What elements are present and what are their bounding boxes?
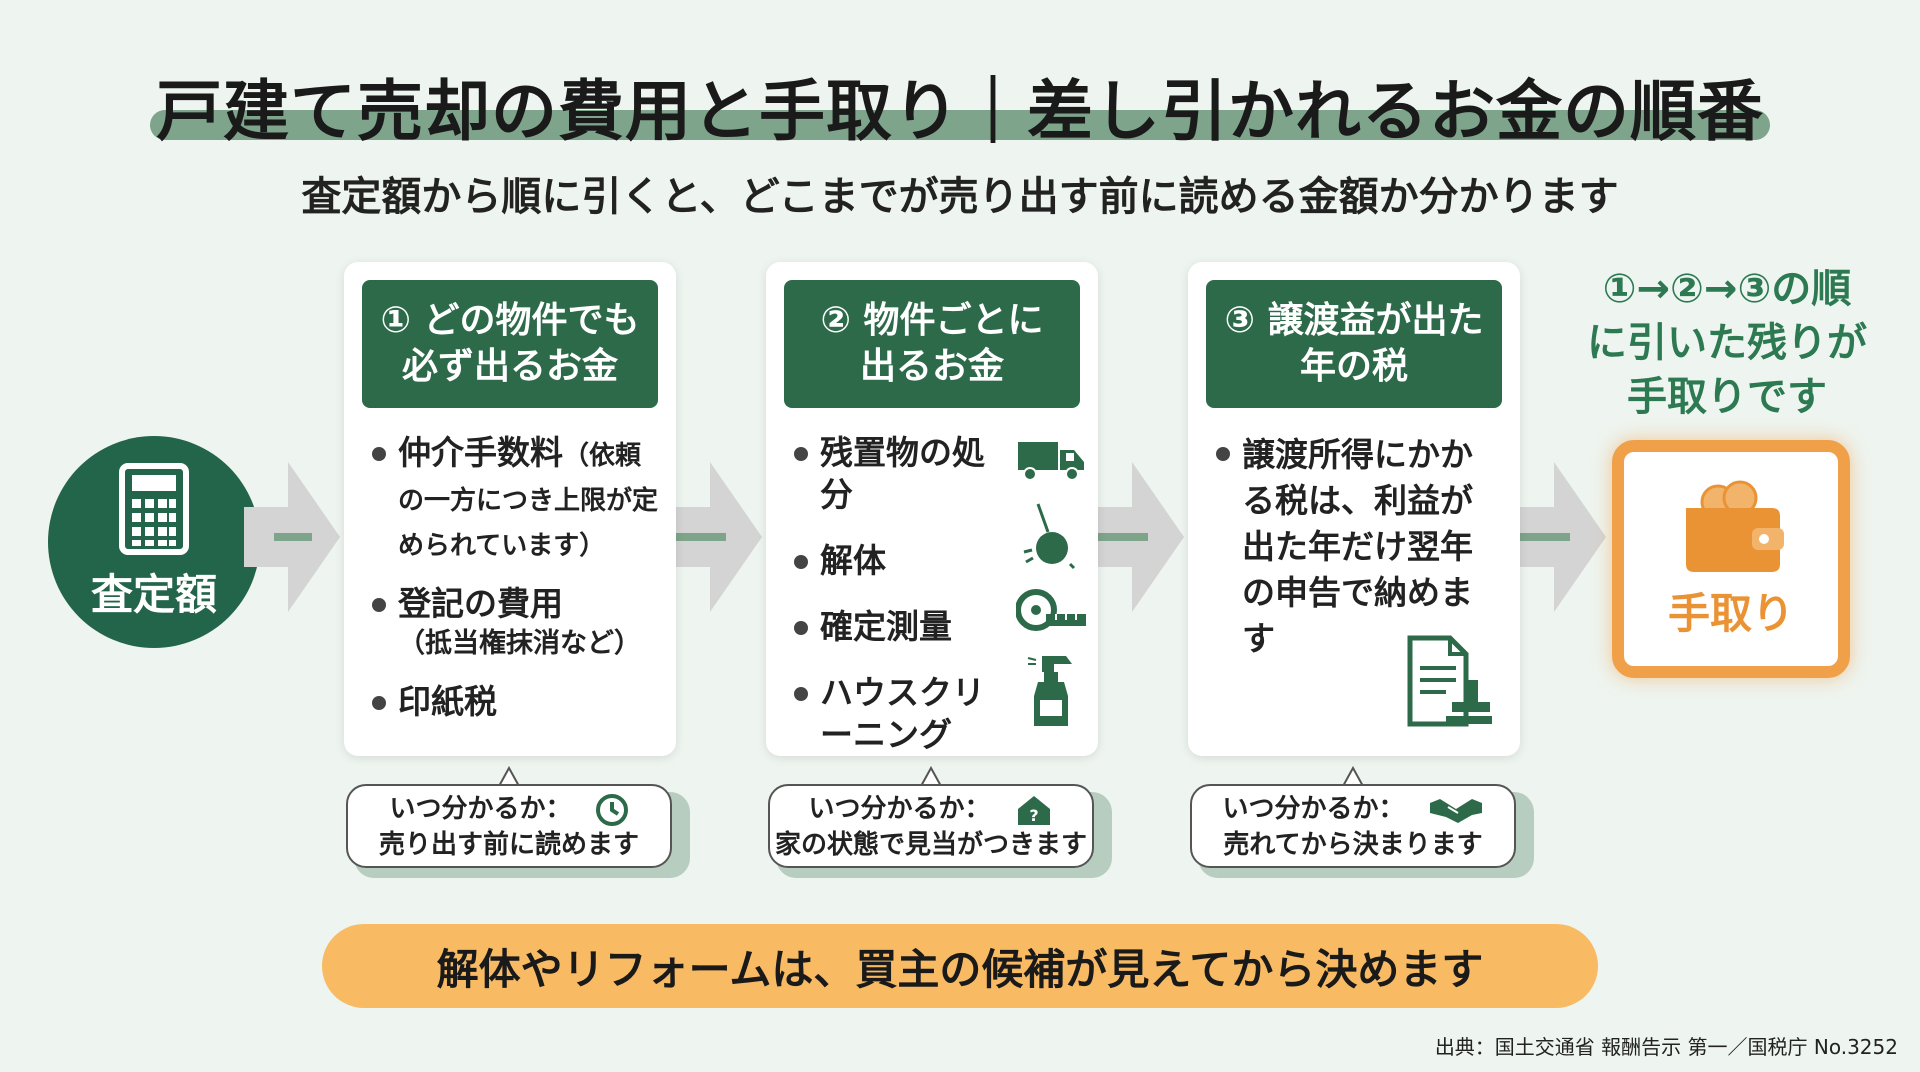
calculator-icon <box>119 462 189 555</box>
list-item: 残置物の処分 <box>792 432 998 516</box>
list-item: 登記の費用 （抵当権抹消など） <box>370 583 662 663</box>
tax-document-stamp-icon <box>1407 635 1492 727</box>
when-bubble-1: いつ分かるか： 売り出す前に読めます <box>346 784 672 868</box>
item-text: 印紙税 <box>398 682 497 721</box>
list-item: 譲渡所得にかかる税は、利益が出た年だけ翌年の申告で納めます <box>1214 432 1496 662</box>
tape-measure-icon <box>1016 589 1086 631</box>
when-value: 売り出す前に読めます <box>378 830 639 860</box>
start-circle: 査定額 <box>48 436 260 648</box>
result-label: 手取り <box>1667 588 1794 638</box>
when-label: いつ分かるか： <box>389 794 572 824</box>
flow-arrow-3 <box>1088 462 1184 612</box>
when-label: いつ分かるか： <box>808 794 991 824</box>
source-note: 出典：国土交通省 報酬告示 第一／国税庁 No.3252 <box>1434 1035 1898 1059</box>
card-fixed-costs: ① どの物件でも 必ず出るお金 仲介手数料（依頼の一方につき上限が定められていま… <box>344 262 676 756</box>
card-items: 残置物の処分 解体 確定測量 ハウスクリーニング <box>792 432 998 756</box>
flow-arrow-4 <box>1510 462 1606 612</box>
page-subtitle: 査定額から順に引くと、どこまでが売り出す前に読める金額か分かります <box>301 174 1619 220</box>
svg-text:?: ? <box>1029 806 1038 825</box>
card-capital-gains-tax: ③ 譲渡益が出た 年の税 譲渡所得にかかる税は、利益が出た年だけ翌年の申告で納め… <box>1188 262 1520 756</box>
card-header: ① どの物件でも 必ず出るお金 <box>362 280 658 408</box>
clock-icon <box>595 793 628 826</box>
item-text: 譲渡所得にかかる税は、利益が出た年だけ翌年の申告で納めます <box>1242 435 1473 658</box>
card-variable-costs: ② 物件ごとに 出るお金 残置物の処分 解体 確定測量 ハウスクリーニング <box>766 262 1098 756</box>
truck-icon <box>1018 442 1084 481</box>
item-note: （依頼の一方につき上限が定められています） <box>398 441 659 561</box>
card-items: 譲渡所得にかかる税は、利益が出た年だけ翌年の申告で納めます <box>1214 432 1496 662</box>
list-item: 確定測量 <box>792 606 998 648</box>
card-header: ③ 譲渡益が出た 年の税 <box>1206 280 1502 408</box>
card-header: ② 物件ごとに 出るお金 <box>784 280 1080 408</box>
start-label: 査定額 <box>90 569 217 619</box>
list-item: 仲介手数料（依頼の一方につき上限が定められています） <box>370 432 662 567</box>
item-text: ハウスクリーニング <box>820 673 985 754</box>
item-text: 確定測量 <box>820 607 952 646</box>
handshake-icon <box>1429 798 1482 823</box>
wallet-icon <box>1686 480 1784 572</box>
title-area: 戸建て売却の費用と手取り｜差し引かれるお金の順番 <box>150 58 1770 150</box>
when-bubble-3: いつ分かるか： 売れてから決まります <box>1190 784 1516 868</box>
card-items: 仲介手数料（依頼の一方につき上限が定められています） 登記の費用 （抵当権抹消な… <box>370 432 662 723</box>
when-value: 家の状態で見当がつきます <box>774 830 1087 860</box>
when-bubble-2: いつ分かるか： ? 家の状態で見当がつきます <box>768 784 1094 868</box>
list-item: 印紙税 <box>370 681 662 723</box>
result-box: 手取り <box>1612 440 1850 678</box>
flow-arrow-2 <box>666 462 762 612</box>
item-text: 仲介手数料 <box>398 433 563 472</box>
flow-arrow-1 <box>244 462 340 612</box>
wrecking-ball-icon <box>1023 503 1076 570</box>
bottom-banner: 解体やリフォームは、買主の候補が見えてから決めます <box>322 924 1598 1008</box>
item-text: 登記の費用 <box>398 584 563 623</box>
house-question-icon: ? <box>1017 795 1050 825</box>
item-text: 残置物の処分 <box>820 433 985 514</box>
item-text: 解体 <box>820 541 886 580</box>
list-item: 解体 <box>792 540 998 582</box>
item-sub: （抵当権抹消など） <box>398 628 641 659</box>
result-caption: ①→②→③の順 に引いた残りが 手取りです <box>1587 266 1867 420</box>
spray-bottle-icon <box>1027 656 1072 726</box>
page-title: 戸建て売却の費用と手取り｜差し引かれるお金の順番 <box>156 73 1764 150</box>
when-label: いつ分かるか： <box>1222 794 1405 824</box>
title-underline-bar <box>150 110 1770 140</box>
when-value: 売れてから決まります <box>1223 830 1483 860</box>
list-item: ハウスクリーニング <box>792 672 998 756</box>
